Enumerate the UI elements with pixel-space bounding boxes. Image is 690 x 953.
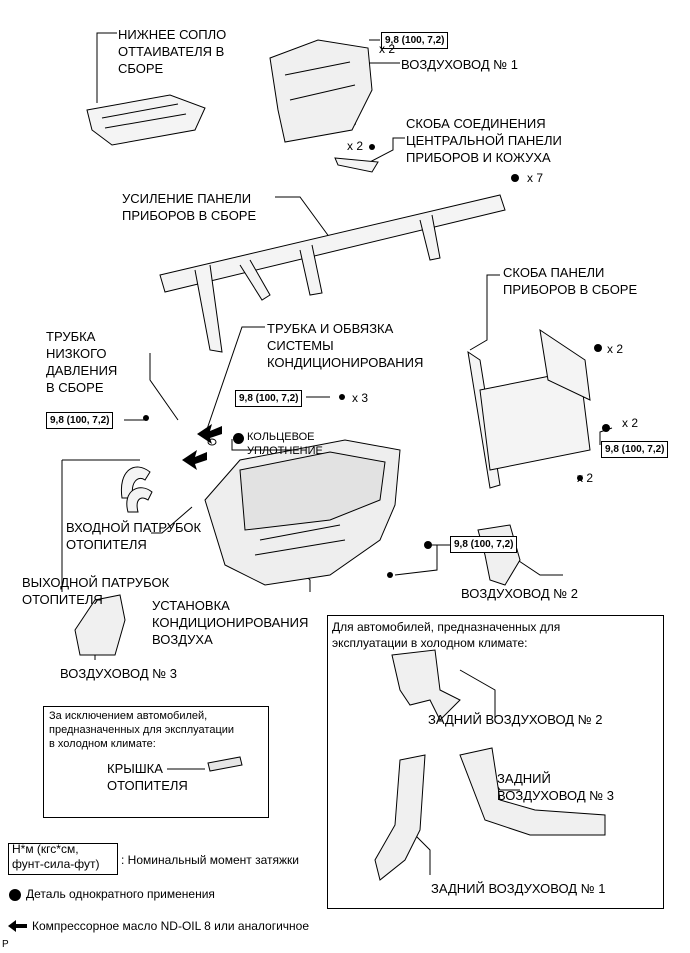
label-bracket-center: СКОБА СОЕДИНЕНИЯ ЦЕНТРАЛЬНОЙ ПАНЕЛИ ПРИБ… <box>406 116 562 165</box>
leader-heater-inlet <box>151 506 193 534</box>
label-heater-cover: КРЫШКА ОТОПИТЕЛЯ <box>107 761 188 793</box>
qty-panel-bracket-3: x 2 <box>577 471 594 485</box>
label-duct1: ВОЗДУХОВОД № 1 <box>401 57 519 72</box>
label-heater-outlet: ВЫХОДНОЙ ПАТРУБОК ОТОПИТЕЛЯ <box>22 575 170 607</box>
oil-arrow-icon <box>8 920 27 932</box>
duct1-part <box>269 39 373 143</box>
legend-unit-box <box>8 843 118 875</box>
ac-unit-part <box>204 439 401 586</box>
label-ac-unit: УСТАНОВКА КОНДИЦИОНИРОВАНИЯ ВОЗДУХА <box>152 598 309 647</box>
qty-panel-bracket-1: x 2 <box>607 342 624 356</box>
leader-duct2 <box>509 554 563 576</box>
label-low-pressure-tube: ТРУБКА НИЗКОГО ДАВЛЕНИЯ В СБОРЕ <box>46 329 118 395</box>
cold-climate-box <box>327 615 664 909</box>
leader-bracket-center <box>367 137 405 164</box>
heater-cover-part <box>207 756 243 772</box>
legend-compressor-oil: Компрессорное масло ND-OIL 8 или аналоги… <box>32 919 310 933</box>
panel-bracket-part <box>467 328 591 489</box>
label-reinforcement: УСИЛЕНИЕ ПАНЕЛИ ПРИБОРОВ В СБОРЕ <box>122 191 257 223</box>
except-title: За исключением автомобилей, предназначен… <box>49 710 235 750</box>
cold-climate-title: Для автомобилей, предназначенных для экс… <box>332 620 561 650</box>
torque-panel-bracket: 9,8 (100, 7,2) <box>601 441 669 458</box>
label-rear-duct3: ЗАДНИЙ ВОЗДУХОВОД № 3 <box>497 771 615 803</box>
reinforcement-part <box>159 194 506 353</box>
heater-hoses-part <box>120 466 153 513</box>
qty-reinforcement: x 7 <box>527 171 544 185</box>
torque-duct2: 9,8 (100, 7,2) <box>450 536 518 553</box>
label-lower-nozzle: НИЖНЕЕ СОПЛО ОТТАИВАТЕЛЯ В СБОРЕ <box>118 27 227 76</box>
torque-ac-unit: 9,8 (100, 7,2) <box>235 390 303 407</box>
oil-arrows <box>182 424 222 470</box>
rear-duct1-part <box>374 754 426 881</box>
rear-duct3-part <box>459 747 606 836</box>
torque-duct1: 9,8 (100, 7,2) <box>381 32 449 49</box>
legend-single-use: Деталь однократного применения <box>26 887 215 901</box>
label-o-ring: КОЛЬЦЕВОЕ УПЛОТНЕНИЕ <box>247 431 323 457</box>
label-duct2: ВОЗДУХОВОД № 2 <box>461 586 579 601</box>
leader-tube-harness <box>204 326 265 436</box>
leader-reinforcement <box>275 196 331 239</box>
rear-duct2-part <box>391 649 461 721</box>
label-tube-harness: ТРУБКА И ОБВЯЗКА СИСТЕМЫ КОНДИЦИОНИРОВАН… <box>267 321 424 370</box>
qty-panel-bracket-2: x 2 <box>622 416 639 430</box>
qty-duct1: x 2 <box>379 42 396 56</box>
leader-low-pressure-tube <box>149 353 179 421</box>
single-use-dot-o-ring <box>233 433 244 444</box>
leader-o-ring <box>231 439 310 451</box>
label-panel-bracket: СКОБА ПАНЕЛИ ПРИБОРОВ В СБОРЕ <box>503 265 638 297</box>
bracket-center-part <box>334 157 379 173</box>
label-rear-duct2: ЗАДНИЙ ВОЗДУХОВОД № 2 <box>428 712 603 727</box>
qty-ac-unit: x 3 <box>352 391 369 405</box>
duct2-part <box>477 524 521 586</box>
legend-unit-desc: : Номинальный момент затяжки <box>121 853 299 867</box>
lower-nozzle-part <box>86 94 206 146</box>
qty-bracket-center: x 2 <box>347 139 364 153</box>
except-cold-box <box>43 706 269 818</box>
leader-panel-bracket <box>469 274 500 351</box>
leader-torque5 <box>394 544 450 576</box>
single-use-dot-icon <box>9 889 21 901</box>
label-heater-inlet: ВХОДНОЙ ПАТРУБОК ОТОПИТЕЛЯ <box>66 520 202 552</box>
duct3-part <box>74 594 126 656</box>
leader-lower-nozzle <box>96 32 117 103</box>
figure-code: P <box>2 939 9 950</box>
label-duct3: ВОЗДУХОВОД № 3 <box>60 666 178 681</box>
o-ring-part <box>207 438 217 446</box>
leader-rear-duct2 <box>459 669 496 720</box>
legend-unit-text: Н*м (кгс*см, фунт-сила-фут) <box>12 842 100 871</box>
label-rear-duct1: ЗАДНИЙ ВОЗДУХОВОД № 1 <box>431 881 606 896</box>
torque-low-pressure: 9,8 (100, 7,2) <box>46 412 114 429</box>
